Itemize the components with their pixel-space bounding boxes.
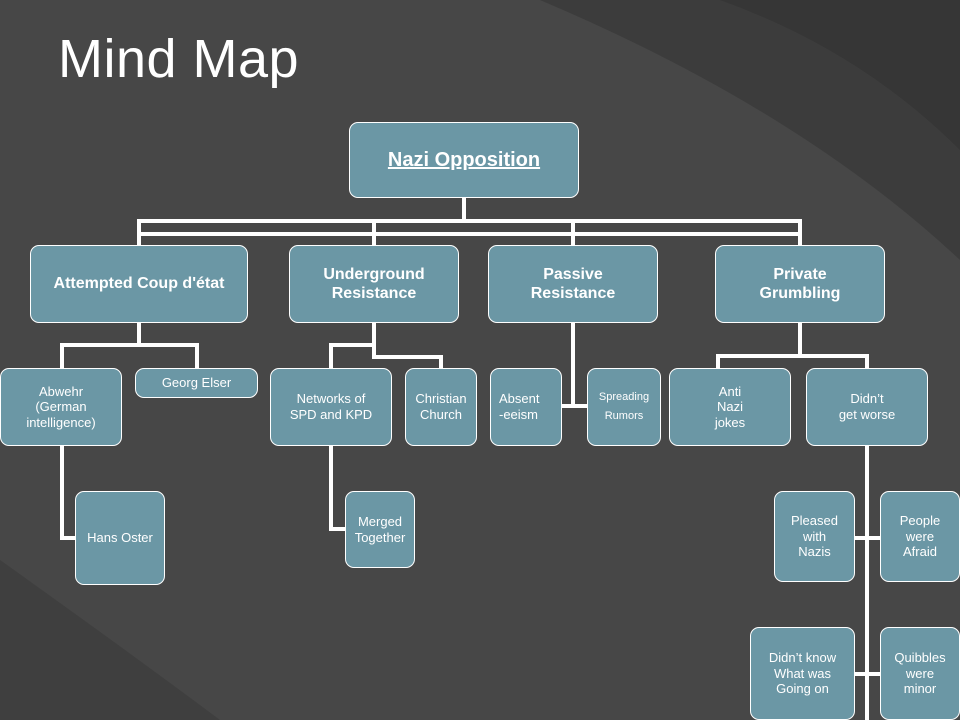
node-quibbles-minor: Quibbles were minor [880, 627, 960, 720]
node-networks-line1: Networks of [296, 391, 366, 407]
node-worse-line1: Didn’t [850, 391, 884, 407]
node-pleased-with-nazis: Pleased with Nazis [774, 491, 855, 582]
node-georg-elser: Georg Elser [135, 368, 258, 398]
node-abwehr: Abwehr (German intelligence) [0, 368, 122, 446]
node-know-line3: Going on [776, 681, 829, 697]
node-underground-line1: Underground [323, 265, 425, 283]
node-attempted-coup-label: Attempted Coup d'état [53, 275, 225, 293]
node-georg-elser-label: Georg Elser [161, 375, 232, 391]
node-networks-spd-kpd: Networks of SPD and KPD [270, 368, 392, 446]
node-underground-line2: Resistance [331, 285, 417, 302]
node-know-line2: What was [773, 665, 832, 681]
node-afraid-line3: Afraid [903, 544, 937, 560]
node-attempted-coup: Attempted Coup d'état [30, 245, 248, 323]
node-abwehr-line3: intelligence) [26, 414, 96, 430]
node-quibbles-line1: Quibbles [894, 650, 946, 666]
node-merged-together: Merged Together [345, 491, 415, 568]
node-absent-line1: Absent [499, 391, 540, 407]
node-absent-line2: -eeism [499, 407, 539, 422]
node-rumors-line2: Rumors [604, 410, 644, 422]
node-private-grumbling: Private Grumbling [715, 245, 885, 323]
slide-title: Mind Map [58, 29, 300, 89]
node-underground-resistance: Underground Resistance [289, 245, 459, 323]
node-afraid-line1: People [899, 513, 941, 529]
node-passive-line1: Passive [543, 265, 603, 283]
node-grumbling-line2: Grumbling [759, 285, 841, 302]
node-abwehr-line2: (German [35, 399, 87, 415]
node-passive-resistance: Passive Resistance [488, 245, 658, 323]
node-didnt-get-worse: Didn’t get worse [806, 368, 928, 446]
node-merged-line1: Merged [357, 513, 403, 529]
node-rumors-line1: Spreading [598, 391, 650, 404]
node-anti-line1: Anti [718, 383, 742, 399]
node-worse-line2: get worse [838, 407, 896, 422]
node-pleased-line2: with [802, 528, 827, 544]
node-afraid-line2: were [905, 528, 935, 544]
node-nazi-opposition-label: Nazi Opposition [387, 149, 541, 171]
node-quibbles-line2: were [905, 665, 935, 681]
node-grumbling-line1: Private [773, 265, 827, 283]
node-know-line1: Didn’t know [768, 650, 837, 666]
node-pleased-line3: Nazis [798, 544, 831, 560]
node-anti-line3: jokes [714, 414, 746, 430]
node-didnt-know: Didn’t know What was Going on [750, 627, 855, 720]
node-nazi-opposition: Nazi Opposition [349, 122, 579, 198]
node-spreading-rumors: Spreading Rumors [587, 368, 661, 446]
node-passive-line2: Resistance [530, 285, 616, 302]
node-abwehr-line1: Abwehr [38, 383, 84, 399]
node-quibbles-line3: minor [903, 681, 937, 697]
node-church-line1: Christian [415, 391, 467, 407]
node-networks-line2: SPD and KPD [289, 407, 373, 422]
node-hans-oster-label: Hans Oster [87, 530, 153, 546]
node-christian-church: Christian Church [405, 368, 477, 446]
node-hans-oster: Hans Oster [75, 491, 165, 585]
node-anti-nazi-jokes: Anti Nazi jokes [669, 368, 791, 446]
node-anti-line2: Nazi [716, 399, 743, 415]
node-people-were-afraid: People were Afraid [880, 491, 960, 582]
node-church-line2: Church [420, 407, 462, 422]
node-pleased-line1: Pleased [791, 513, 838, 529]
node-absenteeism: Absent -eeism [490, 368, 562, 446]
node-merged-line2: Together [354, 529, 406, 545]
